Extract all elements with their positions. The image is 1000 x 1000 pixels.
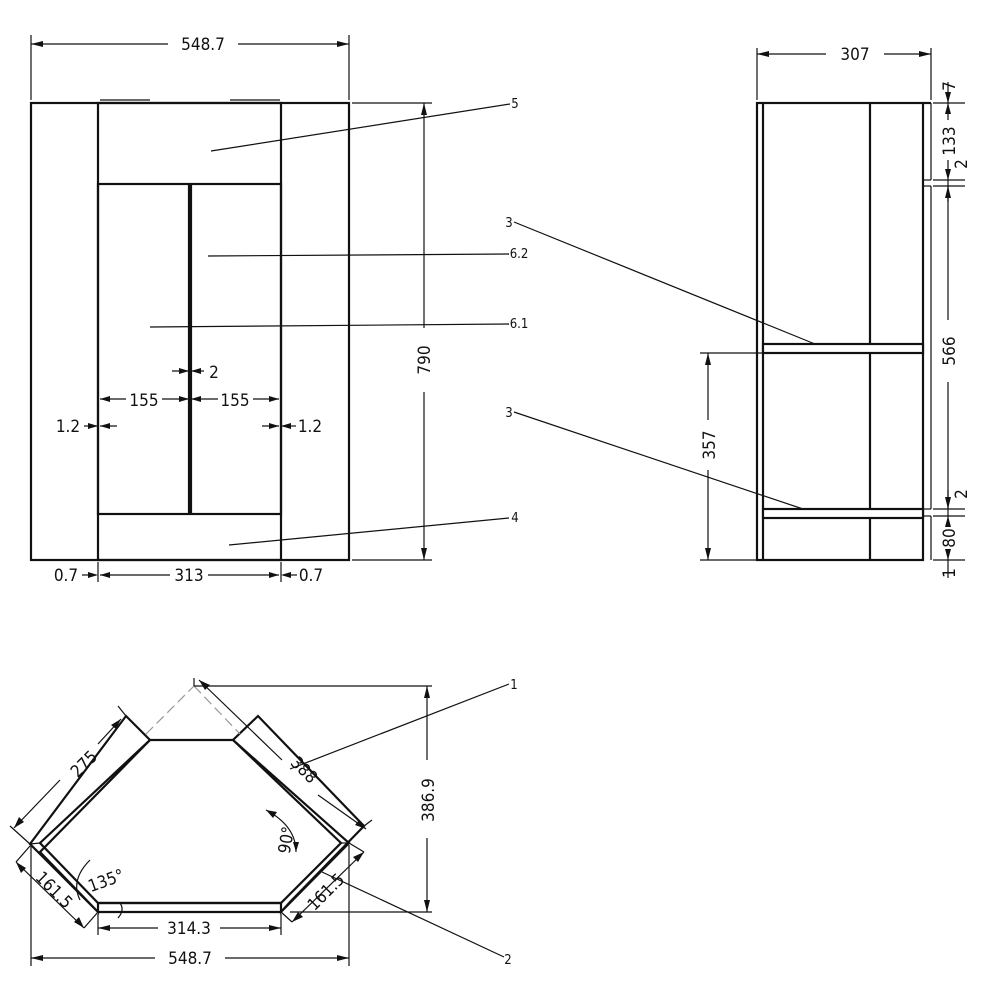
dim-side-gaps: 1.2 1.2 (56, 417, 322, 437)
dim-plinth-widths: 0.7 313 0.7 (54, 562, 323, 586)
front-view: 548.7 790 2 155 (29, 35, 529, 586)
front-height-label: 790 (415, 345, 435, 374)
plan-view: 275 388 386.9 90° (9, 678, 518, 969)
dim-plan-overall-width: 548.7 (30, 845, 350, 969)
side-depth-label: 307 (840, 45, 869, 65)
plan-overall-width-label: 548.7 (168, 949, 212, 969)
dim-side-verticals: 7 133 2 566 2 80 1 (933, 81, 972, 578)
side-gap-right-label: 1.2 (298, 417, 322, 437)
dim-door-widths: 155 155 (100, 391, 279, 411)
dim-door-gap: 2 (172, 363, 219, 383)
side-top-2-label: 2 (952, 159, 972, 169)
dim-front-height: 790 (352, 102, 435, 561)
side-view-body (755, 101, 932, 562)
callout-4: 4 (511, 511, 518, 526)
side-view: 307 7 133 2 566 2 (505, 45, 972, 578)
plan-callouts: 1 2 (289, 678, 518, 968)
callout-2: 2 (504, 953, 511, 968)
dim-side-depth: 307 (756, 45, 932, 100)
plan-side-left-label: 275 (67, 747, 102, 782)
callout-1: 1 (510, 678, 517, 693)
callout-6-1: 6.1 (510, 317, 529, 332)
callout-3-upper: 3 (505, 216, 512, 231)
callout-6-2: 6.2 (510, 247, 529, 262)
plan-angle-front-label: 135° (86, 866, 127, 897)
dim-front-overall-width: 548.7 (30, 35, 350, 100)
dim-plan-angles: 90° 135° (76, 809, 299, 919)
side-top-7-label: 7 (940, 81, 960, 91)
side-top-133-label: 133 (940, 126, 960, 155)
dim-plan-front-width: 314.3 (97, 914, 282, 939)
inner-width-label: 313 (174, 566, 203, 586)
side-shelf-height-label: 357 (700, 430, 720, 459)
plan-depth-label: 386.9 (419, 778, 439, 822)
dim-side-shelf-height: 357 (700, 352, 763, 561)
dim-plan-depth: 386.9 (194, 685, 439, 913)
plan-view-body (28, 685, 366, 915)
side-callouts: 3 3 (505, 216, 816, 510)
door-gap-label: 2 (209, 363, 219, 383)
door-right-width-label: 155 (220, 391, 249, 411)
front-callouts: 5 6.2 6.1 4 (149, 97, 529, 546)
callout-5: 5 (511, 97, 518, 112)
dim-plan-returns: 161.5 161.5 (15, 842, 365, 929)
side-gap-left-label: 1.2 (56, 417, 80, 437)
side-bottom-2-label: 2 (952, 489, 972, 499)
side-bottom-80-label: 80 (940, 528, 960, 547)
callout-3-lower: 3 (505, 406, 512, 421)
door-left-width-label: 155 (129, 391, 158, 411)
side-bottom-1-label: 1 (940, 568, 960, 578)
plan-angle-corner-label: 90° (275, 825, 299, 855)
plan-side-right-label: 388 (286, 753, 321, 788)
side-middle-566-label: 566 (940, 336, 960, 365)
plan-front-width-label: 314.3 (167, 919, 211, 939)
front-overall-width-label: 548.7 (181, 35, 225, 55)
plinth-offset-left-label: 0.7 (54, 566, 78, 586)
plinth-offset-right-label: 0.7 (299, 566, 323, 586)
front-view-body (29, 99, 351, 562)
plan-return-right-label: 161.5 (304, 870, 349, 915)
